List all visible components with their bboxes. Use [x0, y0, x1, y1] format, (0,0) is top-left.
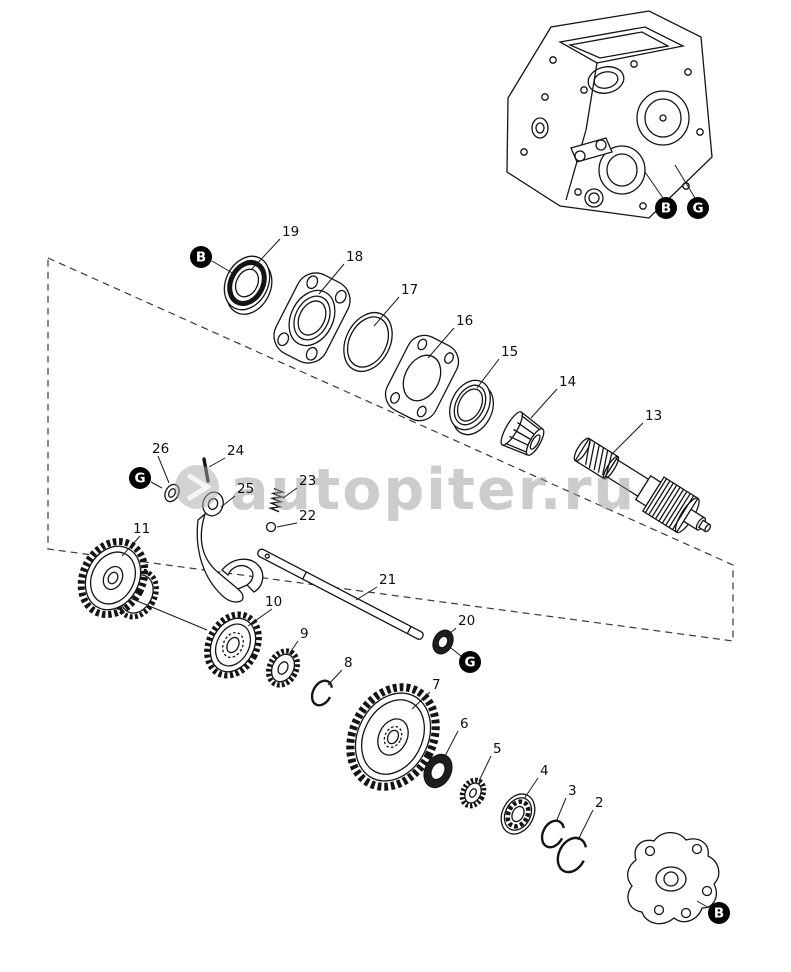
part-label-8: 8	[344, 655, 353, 671]
part-21-shift-rail	[257, 548, 424, 640]
callout-b-cover-letter: B	[714, 906, 724, 922]
leader-lines	[121, 164, 710, 909]
callout-g-fork-letter: G	[134, 471, 145, 487]
part-5-pinion	[459, 777, 487, 809]
callout-g-fork: G	[129, 467, 151, 489]
part-label-19: 19	[282, 224, 299, 240]
part-label-4: 4	[540, 763, 549, 779]
part-label-11: 11	[133, 521, 150, 537]
part-label-16: 16	[456, 313, 473, 329]
callout-b-seal: B	[190, 246, 212, 268]
part-label-25: 25	[237, 481, 254, 497]
watermark: autopiter.ru	[175, 457, 636, 523]
housing-bolt-holes	[520, 56, 704, 210]
callout-g-nut-letter: G	[464, 655, 475, 671]
part-label-17: 17	[401, 282, 418, 298]
watermark-text: autopiter.ru	[230, 457, 636, 523]
part-label-26: 26	[152, 441, 169, 457]
part-18-retainer-flange	[273, 272, 351, 364]
part-13-output-shaft	[573, 437, 712, 534]
part-9-pinion-gear	[265, 648, 301, 688]
pump-cover	[626, 831, 720, 925]
part-label-23: 23	[299, 473, 316, 489]
part-label-18: 18	[346, 249, 363, 265]
watermark-logo	[175, 465, 219, 509]
part-16-gasket	[384, 334, 460, 422]
part-3-snap-ring	[540, 819, 566, 849]
part-label-14: 14	[559, 374, 576, 390]
part-label-7: 7	[432, 677, 441, 693]
callout-g-housing-letter: G	[692, 201, 703, 217]
callout-g-housing: G	[687, 197, 709, 219]
part-6-washer	[423, 753, 453, 789]
part-label-9: 9	[300, 626, 309, 642]
part-15-bearing-race	[449, 379, 495, 436]
part-label-20: 20	[458, 613, 475, 629]
part-7-drive-gear	[346, 683, 440, 791]
callout-b-housing-letter: B	[661, 201, 671, 217]
part-19-oil-seal	[223, 255, 273, 315]
part-10-synchro-hub	[204, 611, 262, 679]
axis-line-11-10	[129, 597, 208, 631]
part-label-3: 3	[568, 783, 577, 799]
part-4-ball-bearing	[500, 793, 536, 835]
part-label-6: 6	[460, 716, 469, 732]
callout-g-nut: G	[459, 651, 481, 673]
part-label-21: 21	[379, 572, 396, 588]
part-22-detent-ball	[265, 521, 277, 533]
part-label-2: 2	[595, 795, 604, 811]
part-14-bearing-cone	[500, 411, 545, 456]
callout-b-housing: B	[655, 197, 677, 219]
part-label-13: 13	[645, 408, 662, 424]
part-number-labels: 19 18 17 16 15 14 13 26 24 25 23 22 11 2…	[133, 224, 662, 811]
part-label-5: 5	[493, 741, 502, 757]
callout-b-cover: B	[708, 902, 730, 924]
part-23-spring	[267, 487, 286, 513]
part-2-snap-ring	[556, 836, 588, 874]
part-20-locknut	[432, 629, 454, 655]
callout-b-seal-letter: B	[196, 250, 206, 266]
part-8-snap-ring	[310, 679, 334, 707]
gearbox-housing	[506, 10, 713, 219]
watermark-arrow-icon	[186, 472, 212, 502]
part-label-24: 24	[227, 443, 244, 459]
part-11-cluster-gear	[77, 538, 159, 620]
part-label-15: 15	[501, 344, 518, 360]
part-label-10: 10	[265, 594, 282, 610]
boundary-dashed-outline	[47, 257, 734, 642]
part-label-22: 22	[299, 508, 316, 524]
